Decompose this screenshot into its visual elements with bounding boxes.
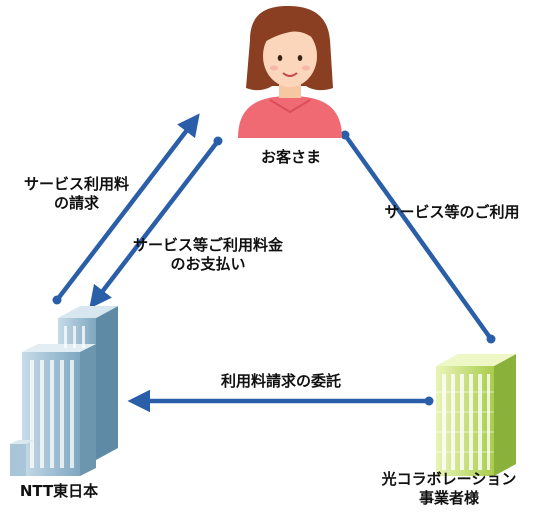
billing-label: サービス利用料 の請求 [24, 175, 129, 213]
ntt-building-icon [10, 306, 118, 476]
payment-label-line1: サービス等ご利用料金 [132, 236, 283, 254]
partner-label-line1: 光コラボレーション [381, 470, 517, 488]
customer-label: お客さま [260, 148, 321, 166]
partner-label: 光コラボレーション 事業者様 [360, 470, 538, 508]
delegation-label: 利用料請求の委託 [220, 372, 341, 390]
billing-arrow [52, 113, 200, 305]
billing-label-line1: サービス利用料 [24, 175, 130, 193]
usage-label: サービス等のご利用 [384, 203, 520, 221]
payment-arrow [89, 136, 223, 309]
payment-label-line2: のお支払い [170, 255, 246, 273]
delegation-arrow [127, 389, 434, 413]
payment-label: サービス等ご利用料金 のお支払い [110, 236, 306, 274]
billing-label-line2: の請求 [54, 194, 100, 212]
partner-building-icon [436, 354, 516, 476]
customer-icon [238, 6, 342, 138]
partner-label-line2: 事業者様 [418, 489, 479, 507]
ntt-label: NTT東日本 [19, 482, 99, 500]
usage-arrow [340, 130, 496, 344]
